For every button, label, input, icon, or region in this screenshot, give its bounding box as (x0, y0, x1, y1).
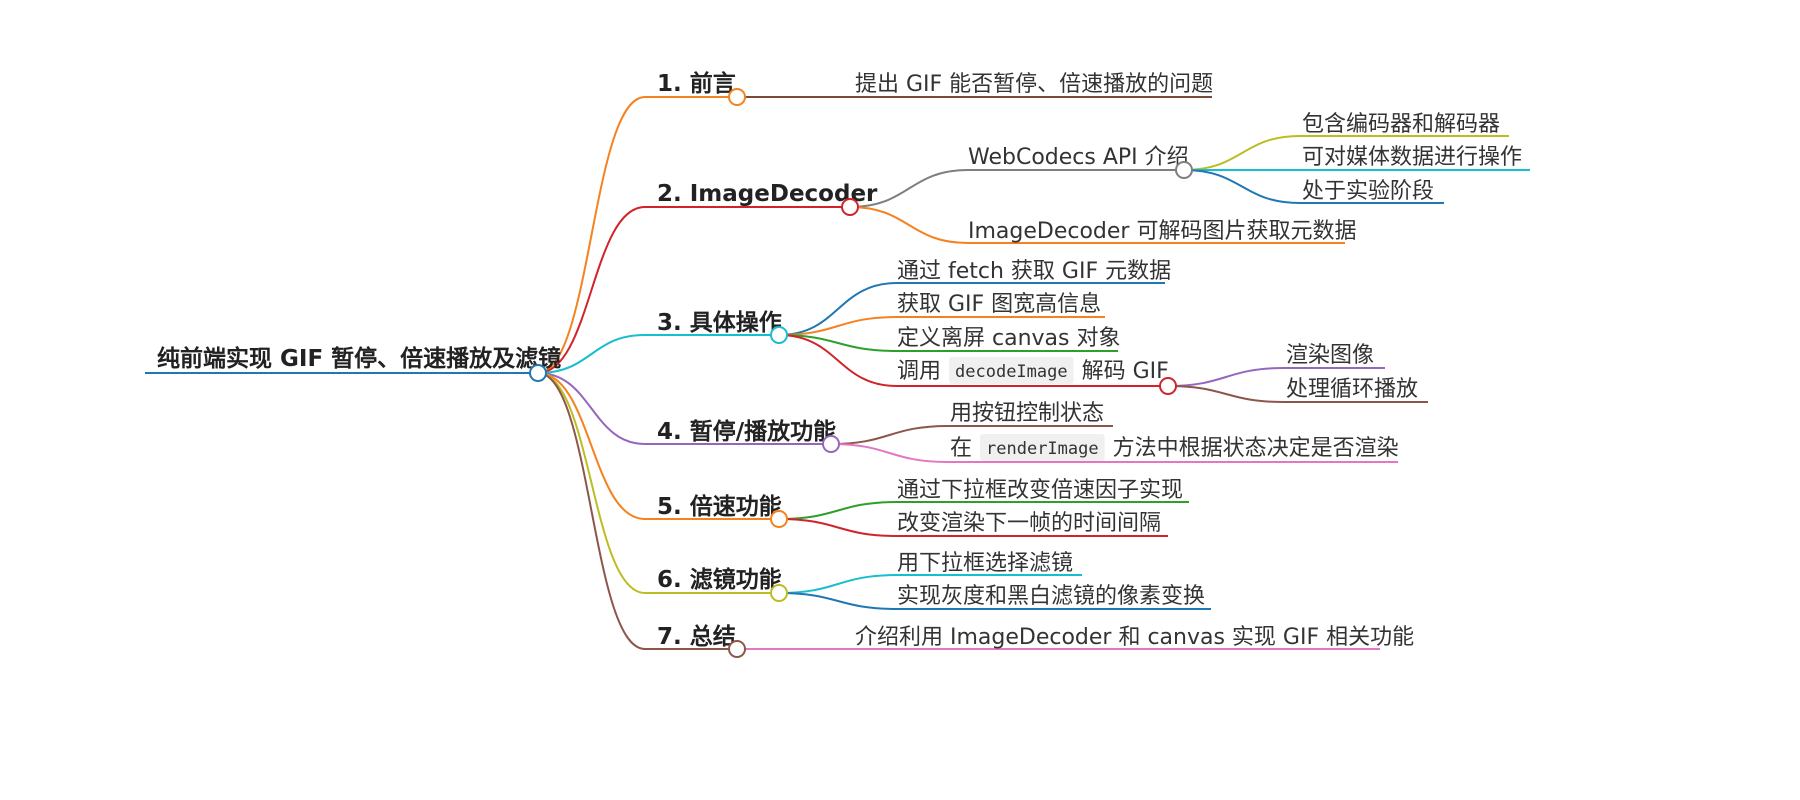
label-layer: 纯前端实现 GIF 暂停、倍速播放及滤镜 1. 前言 提出 GIF 能否暂停、倍速播… (157, 70, 1522, 650)
branch-3-child-4-sub-2-connector (1167, 385, 1285, 403)
branch-2-child-1-sub-3-topic: 处于实验阶段 (1302, 179, 1434, 204)
branch-1-child-1-topic: 提出 GIF 能否暂停、倍速播放的问题 (855, 72, 1213, 97)
branch-5-child-2-connector (778, 518, 898, 537)
branch-4-child-1-topic: 用按钮控制状态 (950, 401, 1104, 426)
underline-layer (145, 96, 1530, 650)
branch-2-child-1-sub-1-topic: 包含编码器和解码器 (1302, 112, 1500, 137)
branch-7-connector (537, 372, 646, 650)
branch-3-child-2-connector (778, 316, 898, 336)
branch-1-topic: 1. 前言 (657, 70, 736, 97)
branch-5-topic: 5. 倍速功能 (657, 493, 782, 520)
branch-3-child-4-post: 解码 GIF (1082, 359, 1169, 384)
branch-6-collapse-node[interactable] (770, 584, 788, 602)
branch-2-child-1-connector (849, 169, 969, 208)
branch-5-collapse-node[interactable] (770, 510, 788, 528)
branch-6-child-1-topic: 用下拉框选择滤镜 (897, 551, 1073, 576)
branch-2-child-2-topic: ImageDecoder 可解码图片获取元数据 (968, 219, 1356, 244)
branch-3-child-1-topic: 通过 fetch 获取 GIF 元数据 (897, 259, 1171, 284)
branch-3-child-1-connector (778, 282, 898, 336)
branch-4-child-2-code-bg (980, 434, 1105, 461)
branch-5-child-1-topic: 通过下拉框改变倍速因子实现 (897, 478, 1183, 503)
branch-2-child-1-topic: WebCodecs API 介绍 (968, 145, 1189, 170)
branch-2-child-1-sub-1-connector (1183, 135, 1301, 171)
branch-4-child-1-connector (830, 425, 949, 445)
branch-7-collapse-node[interactable] (728, 640, 746, 658)
branch-3-child-4-collapse-node[interactable] (1159, 377, 1177, 395)
branch-2-child-1-sub-3-connector (1183, 169, 1301, 204)
root-topic: 纯前端实现 GIF 暂停、倍速播放及滤镜 (157, 345, 561, 372)
branch-3-child-4-code: decodeImage (955, 362, 1068, 382)
branch-5-child-2-topic: 改变渲染下一帧的时间间隔 (897, 511, 1161, 536)
branch-4-child-2-post: 方法中根据状态决定是否渲染 (1113, 436, 1399, 461)
branch-3-child-3-connector (778, 334, 898, 352)
branch-2-connector (537, 206, 646, 374)
branch-2-topic: 2. ImageDecoder (657, 181, 878, 207)
branch-2-child-2-connector (849, 206, 969, 244)
branch-4-child-2-pre: 在 (950, 436, 972, 461)
branch-2-collapse-node[interactable] (841, 198, 859, 216)
branch-2-child-1-collapse-node[interactable] (1175, 161, 1193, 179)
branch-3-child-4-code-bg (949, 357, 1074, 384)
branch-3-child-4-sub-1-topic: 渲染图像 (1286, 343, 1374, 368)
branch-3-child-2-topic: 获取 GIF 图宽高信息 (897, 292, 1101, 317)
branch-4-child-2-connector (830, 443, 949, 463)
branch-4-connector (537, 372, 646, 445)
branch-6-child-1-connector (778, 574, 898, 594)
branch-3-child-4-connector (778, 334, 898, 387)
branch-6-child-2-connector (778, 592, 898, 610)
branch-2-child-1-sub-2-topic: 可对媒体数据进行操作 (1302, 145, 1522, 170)
branch-1-collapse-node[interactable] (728, 88, 746, 106)
branch-5-child-1-connector (778, 501, 898, 520)
branch-3-child-4-sub-1-connector (1167, 367, 1285, 387)
branch-3-child-4-pre: 调用 (897, 359, 941, 384)
branch-4-collapse-node[interactable] (822, 435, 840, 453)
branch-3-child-4-sub-2-topic: 处理循环播放 (1286, 377, 1418, 402)
branch-4-topic: 4. 暂停/播放功能 (657, 418, 836, 445)
branch-6-child-2-topic: 实现灰度和黑白滤镜的像素变换 (897, 584, 1205, 609)
branch-3-connector (537, 334, 646, 374)
branch-6-connector (537, 372, 646, 594)
branch-4-child-2-code: renderImage (986, 439, 1099, 459)
branch-7-topic: 7. 总结 (657, 623, 736, 650)
branch-1-connector (537, 96, 646, 374)
branch-7-child-1-topic: 介绍利用 ImageDecoder 和 canvas 实现 GIF 相关功能 (855, 625, 1414, 650)
branch-5-connector (537, 372, 646, 520)
branch-6-topic: 6. 滤镜功能 (657, 566, 782, 593)
node-circle-layer (529, 88, 1193, 658)
connector-layer (537, 96, 1301, 650)
branch-3-collapse-node[interactable] (770, 326, 788, 344)
branch-3-topic: 3. 具体操作 (657, 310, 782, 336)
root-collapse-node[interactable] (529, 364, 547, 382)
branch-3-child-3-topic: 定义离屏 canvas 对象 (897, 326, 1120, 351)
